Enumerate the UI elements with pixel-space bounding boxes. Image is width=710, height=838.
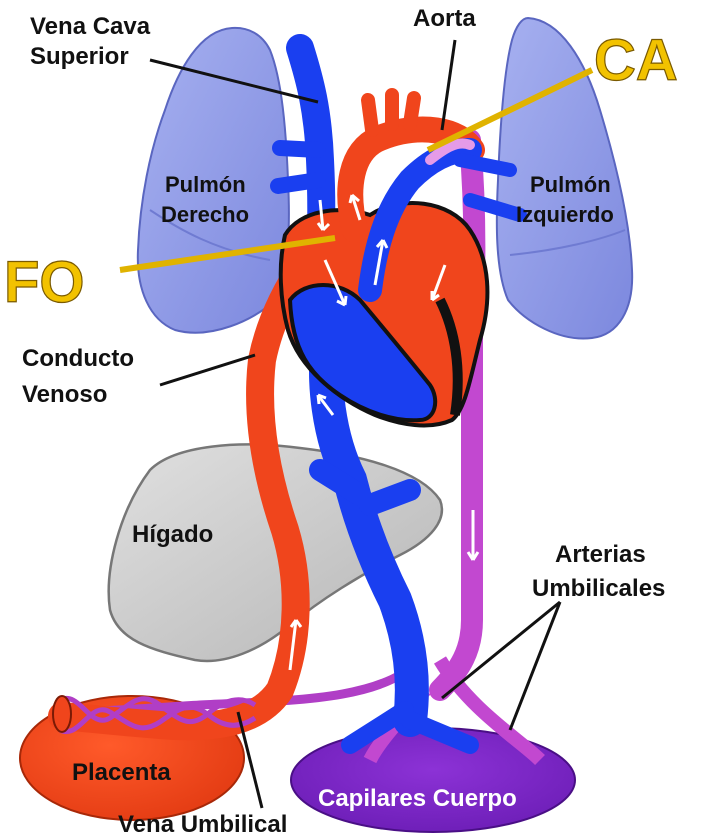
label-fo: FO xyxy=(4,250,85,315)
label-pulmon-izquierdo-line2: Izquierdo xyxy=(516,202,614,227)
label-conducto-venoso-line2: Venoso xyxy=(22,381,107,408)
label-arterias-umbilicales-line2: Umbilicales xyxy=(532,575,665,602)
label-conducto-venoso-line1: Conducto xyxy=(22,345,134,372)
label-pulmon-derecho-line2: Derecho xyxy=(161,202,249,227)
label-aorta: Aorta xyxy=(413,5,476,32)
label-vena-umbilical: Vena Umbilical xyxy=(118,811,287,838)
label-vena-cava-superior-line2: Superior xyxy=(30,43,129,70)
body-capillaries xyxy=(291,728,575,832)
label-pulmon-derecho-line1: Pulmón xyxy=(165,172,246,197)
label-pulmon-izquierdo-line1: Pulmón xyxy=(530,172,611,197)
label-capilares-cuerpo: Capilares Cuerpo xyxy=(318,785,517,812)
cord-end xyxy=(53,696,71,732)
label-higado: Hígado xyxy=(132,521,213,548)
label-arterias-umbilicales-line1: Arterias xyxy=(555,541,646,568)
label-ca: CA xyxy=(594,28,678,93)
label-placenta: Placenta xyxy=(72,759,171,786)
aortic-branches xyxy=(368,95,414,130)
label-vena-cava-superior-line1: Vena Cava xyxy=(30,13,151,40)
